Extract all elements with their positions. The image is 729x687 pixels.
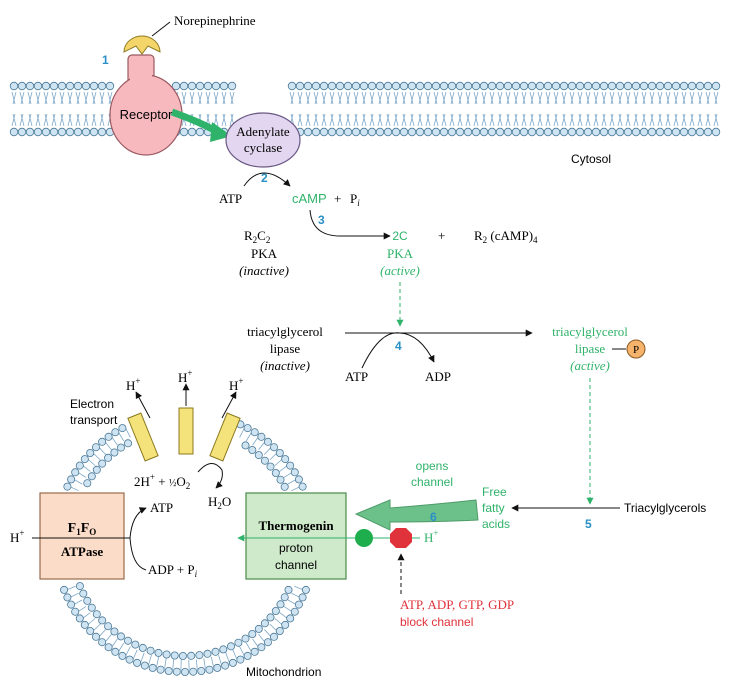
blocked-channel-red-octagon-icon [390,528,412,548]
electron-transport-line1: Electron [70,397,114,411]
step-1: 1 [102,53,109,67]
atpase-label: ATPase [61,544,104,559]
atp-adp-curve [361,332,435,369]
adenylate-label-1: Adenylate [236,124,290,139]
open-channel-green-icon [355,529,373,547]
adp-pi: ADP + Pi [148,562,198,579]
adenylate-cyclase [225,112,301,168]
step-5: 5 [585,517,592,531]
thermogenin-label: Thermogenin [258,518,334,533]
tag-active-state: (active) [570,358,610,373]
block-line2: block channel [400,615,473,629]
triacylglycerols-label: Triacylglycerols [624,501,706,515]
opens-channel-line2: channel [411,475,453,489]
r2-camp-label: R2 (cAMP)4 [474,228,538,245]
f1f0-atpase-box [39,492,125,580]
electron-transport-complexes [127,407,241,462]
h-top-2: H+ [178,368,192,385]
mitochondrial-membrane [60,420,310,677]
receptor-label: Receptor [120,107,173,122]
svg-text:P: P [633,344,639,356]
pka-inactive-name: PKA [251,246,278,261]
f1f0-label: F1FO [68,521,97,537]
adp-1: ADP [425,369,451,384]
oxygen-reduction-arrow [197,463,223,489]
pka-inactive-state: (inactive) [239,263,289,278]
pka-activation-arrow [309,209,391,240]
twoc-label: 2C [392,229,408,243]
atp-3: ATP [150,500,173,515]
tag-inactive-state: (inactive) [260,358,310,373]
atp-2: ATP [345,369,368,384]
norepinephrine-label: Norepinephrine [174,13,256,28]
tag-active-line2: lipase [575,341,606,356]
h-top-1: H+ [126,376,140,393]
pka-active-name: PKA [387,246,414,261]
atp-to-camp-arrow [243,172,291,187]
free-fatty-line2: fatty [482,501,505,515]
atp-synthesis-arrow [129,507,147,539]
atp-1: ATP [219,191,242,206]
thermogenin-proton: proton [279,541,313,555]
h-plus-channel: H+ [424,528,438,545]
pka-active-state: (active) [380,263,420,278]
electron-transport-line2: transport [70,413,118,427]
step-3: 3 [318,213,325,227]
two-h-half-o2: 2H+ + ½O2 [134,472,190,491]
h-plus-left: H+ [10,528,24,545]
free-fatty-line3: acids [482,517,510,531]
block-line1: ATP, ADP, GTP, GDP [400,597,514,612]
phosphate-circle-icon: P [626,339,646,359]
step-2: 2 [261,171,268,185]
pi-label: Pi [350,191,360,208]
thermogenin-channel: channel [275,558,317,572]
tag-inactive-line2: lipase [270,341,301,356]
step-4: 4 [395,339,402,353]
adenylate-label-2: cyclase [244,140,282,155]
r2c2-label: R2C2 [244,228,270,245]
norepinephrine-ligand-icon [123,35,161,55]
receptor: Receptor [109,54,183,156]
fatty-acid-opens-channel-arrow [354,499,479,531]
h-top-3: H+ [229,376,243,393]
plus-2: + [438,228,445,243]
free-fatty-line1: Free [482,485,507,499]
opens-channel-line1: opens [416,459,449,473]
plus-1: + [334,191,341,206]
cytosol-label: Cytosol [571,152,611,166]
tag-active-line1: triacylglycerol [552,324,628,339]
step-6: 6 [430,510,437,524]
camp-label: cAMP [292,191,327,206]
thermogenin-box [245,492,347,580]
tag-inactive-line1: triacylglycerol [247,324,323,339]
mitochondrion-label: Mitochondrion [246,665,321,679]
h2o-label: H2O [208,494,231,511]
